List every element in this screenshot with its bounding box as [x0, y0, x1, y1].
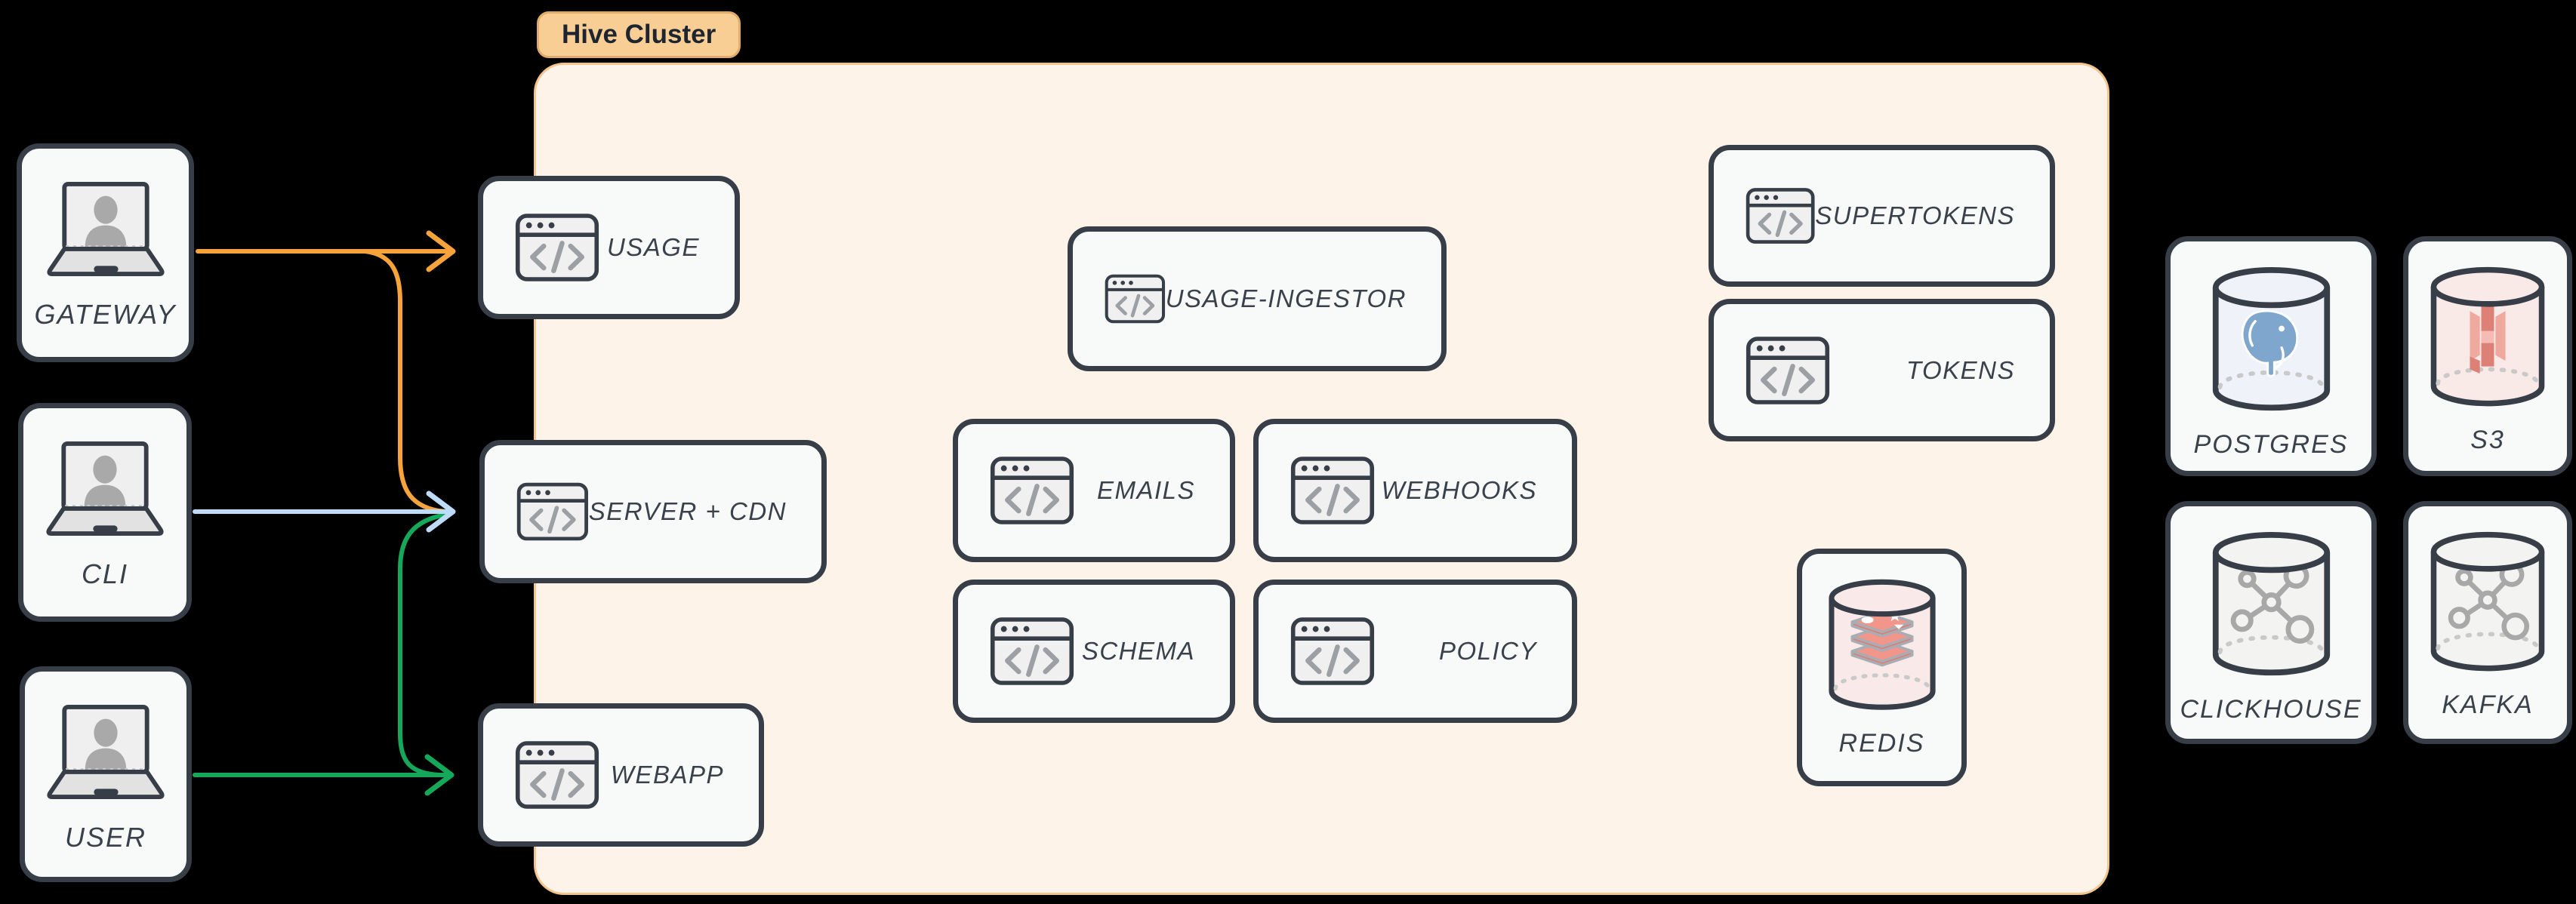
laptop-user-icon — [47, 705, 165, 800]
service-label: SCHEMA — [1081, 637, 1195, 665]
service-label: TOKENS — [1906, 355, 2015, 384]
node-usage-ingestor[interactable]: USAGE-INGESTOR — [1068, 226, 1447, 371]
cluster-label: Hive Cluster — [537, 11, 741, 58]
node-supertokens[interactable]: SUPERTOKENS — [1709, 145, 2055, 287]
service-label: WEBAPP — [610, 761, 724, 789]
redis-cylinder-icon — [1828, 579, 1936, 710]
node-usage[interactable]: USAGE — [478, 176, 740, 319]
node-cli[interactable]: CLI — [18, 403, 192, 622]
s3-cylinder-icon — [2430, 266, 2545, 407]
node-label: KAFKA — [2442, 690, 2534, 719]
edge-gateway-server-cdn — [362, 249, 448, 514]
s3-logo — [2470, 305, 2506, 374]
node-emails[interactable]: EMAILS — [953, 419, 1235, 562]
redis-logo — [1850, 610, 1913, 667]
service-label: POLICY — [1438, 637, 1537, 665]
node-server-cdn[interactable]: SERVER + CDN — [479, 440, 827, 583]
service-label: USAGE — [606, 233, 700, 261]
molecule-cylinder-icon — [2430, 531, 2545, 672]
browser-code-icon — [1290, 457, 1375, 524]
browser-code-icon — [516, 482, 588, 541]
browser-code-icon — [515, 741, 599, 809]
postgres-cylinder-icon — [2212, 266, 2330, 411]
node-policy[interactable]: POLICY — [1253, 580, 1577, 723]
edge-user-server-cdn — [398, 512, 448, 777]
node-label: CLI — [81, 558, 129, 589]
molecule-logo — [2448, 561, 2530, 641]
service-label: WEBHOOKS — [1381, 476, 1537, 504]
postgres-elephant-logo — [2241, 309, 2298, 377]
browser-code-icon — [1746, 188, 1815, 244]
node-user[interactable]: USER — [20, 666, 192, 882]
browser-code-icon — [515, 214, 599, 281]
edge-gateway-usage-arrowhead — [426, 230, 456, 272]
node-label: S3 — [2470, 426, 2505, 454]
node-redis[interactable]: REDIS — [1797, 549, 1967, 786]
service-label: SERVER + CDN — [588, 497, 787, 525]
node-tokens[interactable]: TOKENS — [1709, 299, 2055, 441]
node-webhooks[interactable]: WEBHOOKS — [1253, 419, 1577, 562]
service-label: EMAILS — [1096, 476, 1195, 504]
edge-cli-server-cdn-arrowhead — [426, 490, 456, 533]
browser-code-icon — [1105, 274, 1166, 324]
laptop-user-icon — [46, 182, 165, 277]
edge-user-webapp-arrowhead — [424, 754, 454, 796]
node-label: REDIS — [1838, 729, 1925, 758]
node-label: CLICKHOUSE — [2180, 695, 2362, 724]
service-label: USAGE-INGESTOR — [1165, 284, 1407, 312]
browser-code-icon — [1290, 617, 1375, 685]
molecule-cylinder-icon — [2212, 531, 2330, 676]
laptop-user-icon — [46, 441, 164, 537]
node-gateway[interactable]: GATEWAY — [17, 143, 194, 362]
node-kafka[interactable]: KAFKA — [2403, 501, 2572, 744]
node-label: POSTGRES — [2193, 430, 2349, 459]
node-postgres[interactable]: POSTGRES — [2165, 236, 2377, 476]
node-webapp[interactable]: WEBAPP — [478, 703, 764, 847]
service-label: SUPERTOKENS — [1815, 201, 2015, 229]
node-s3[interactable]: S3 — [2403, 236, 2572, 476]
node-clickhouse[interactable]: CLICKHOUSE — [2165, 501, 2377, 744]
browser-code-icon — [990, 617, 1074, 685]
browser-code-icon — [990, 457, 1074, 524]
node-label: GATEWAY — [34, 299, 177, 330]
node-label: USER — [64, 822, 147, 853]
node-schema[interactable]: SCHEMA — [953, 580, 1235, 723]
browser-code-icon — [1746, 336, 1830, 404]
